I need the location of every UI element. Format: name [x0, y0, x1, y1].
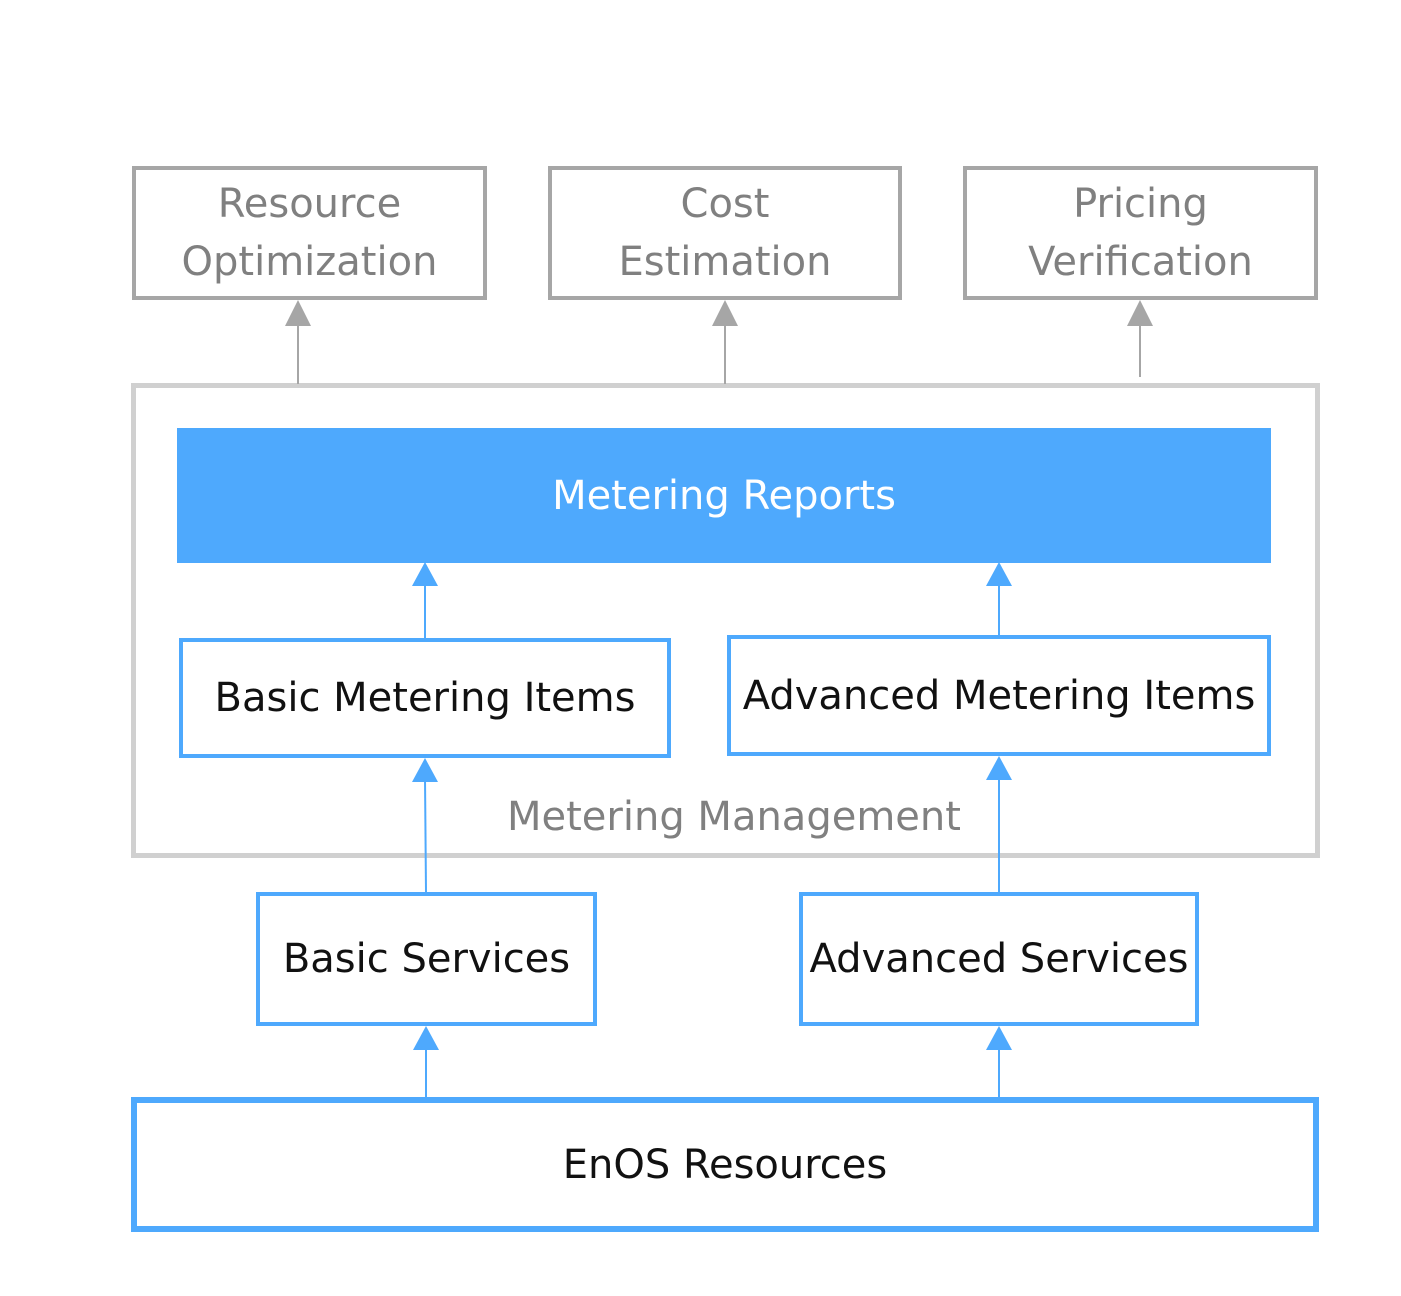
basic-services-label: Basic Services — [282, 936, 571, 982]
cost-estimation-line1: Cost — [680, 181, 770, 227]
pricing-verification-line1: Pricing — [1073, 181, 1208, 227]
resource-optimization-line1: Resource — [217, 181, 402, 227]
basic-metering-items-box: Basic Metering Items — [179, 638, 671, 758]
advanced-services-box: Advanced Services — [799, 892, 1199, 1026]
advanced-services-label: Advanced Services — [809, 936, 1189, 982]
basic-metering-items-label: Basic Metering Items — [214, 675, 636, 721]
cost-estimation-line2: Estimation — [618, 239, 832, 285]
metering-reports-bar: Metering Reports — [177, 428, 1271, 563]
arrow-basic-services-to-basic-items — [412, 758, 438, 893]
pricing-verification-line2: Verification — [1028, 239, 1253, 285]
arrow-advanced-items-to-reports — [986, 562, 1012, 635]
arrow-to-cost-estimation — [712, 300, 738, 384]
arrow-advanced-services-to-advanced-items — [986, 756, 1012, 892]
enos-resources-box: EnOS Resources — [131, 1097, 1319, 1232]
resource-optimization-box: Resource Optimization — [132, 166, 487, 300]
arrow-to-pricing-verification — [1127, 300, 1153, 377]
advanced-metering-items-label: Advanced Metering Items — [742, 672, 1256, 719]
arrow-basic-items-to-reports — [412, 562, 438, 638]
resource-optimization-line2: Optimization — [181, 239, 438, 285]
metering-management-label: Metering Management — [507, 794, 961, 840]
cost-estimation-box: Cost Estimation — [548, 166, 902, 300]
pricing-verification-box: Pricing Verification — [963, 166, 1318, 300]
advanced-metering-items-box: Advanced Metering Items — [727, 635, 1271, 756]
arrow-resources-to-advanced-services — [986, 1026, 1012, 1097]
basic-services-box: Basic Services — [256, 892, 597, 1026]
metering-reports-label: Metering Reports — [552, 472, 896, 519]
enos-resources-label: EnOS Resources — [562, 1141, 888, 1188]
arrow-to-resource-optimization — [285, 300, 311, 384]
arrow-resources-to-basic-services — [413, 1026, 439, 1097]
